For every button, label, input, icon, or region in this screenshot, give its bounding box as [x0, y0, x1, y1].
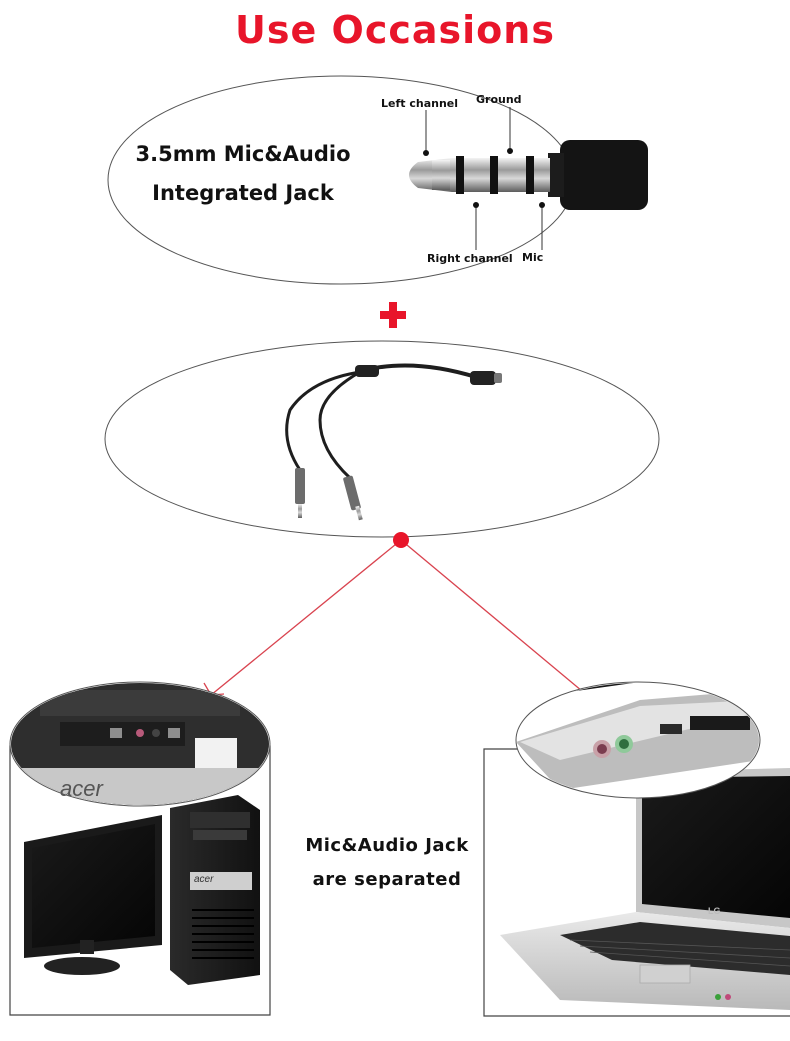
lg-logo: LG — [708, 906, 721, 916]
desktop-tower-image — [170, 795, 260, 985]
splitter-junction — [355, 365, 379, 377]
splitter-cable-image — [285, 363, 478, 480]
acer-logo: acer — [60, 776, 103, 801]
pin-label-ground: Ground — [476, 93, 522, 106]
pin-label-left-channel: Left channel — [381, 97, 459, 110]
jack-label-line2: Integrated Jack — [152, 181, 334, 205]
desktop-monitor-image — [24, 815, 162, 975]
split-arrows — [203, 539, 595, 702]
plus-icon — [380, 302, 406, 328]
female-socket — [470, 371, 496, 385]
laptop-image — [500, 768, 790, 1010]
acer-tower-logo: acer — [194, 874, 214, 885]
jack-label-line1: 3.5mm Mic&Audio — [135, 142, 351, 166]
desktop-zoom-callout — [9, 681, 271, 807]
male-plug-left — [295, 468, 305, 518]
trrs-plug-image — [409, 140, 648, 210]
page-title: Use Occasions — [235, 8, 555, 52]
laptop-frame — [483, 748, 790, 1017]
male-plug-right — [343, 475, 363, 521]
laptop-zoom-callout — [515, 681, 761, 799]
separated-label-line1: Mic&Audio Jack — [305, 835, 469, 856]
pin-label-mic: Mic — [522, 251, 544, 264]
split-point-dot — [393, 532, 409, 548]
adapter-ellipse — [104, 340, 660, 538]
pin-label-right-channel: Right channel — [427, 252, 513, 265]
separated-label-line2: are separated — [312, 869, 462, 890]
pin-callouts — [425, 107, 543, 250]
